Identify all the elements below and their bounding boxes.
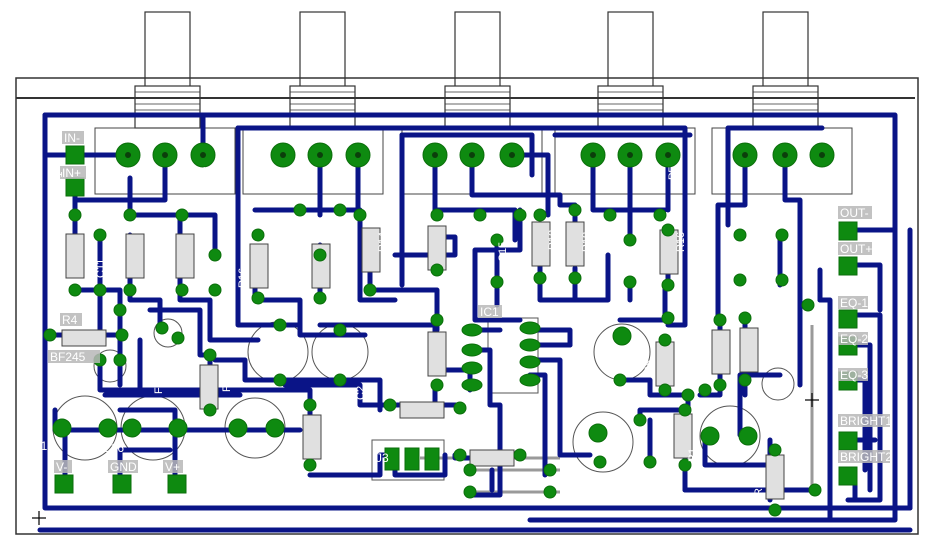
label-eq3: EQ-3 [840,368,868,382]
label-r2: R2 [297,270,309,284]
label-out-minus: OUT- [840,206,869,220]
label-j3: J3 [376,451,389,465]
label-backgrounds [48,131,890,473]
label-q2: Q2 [173,357,185,372]
label-c18: C18 [205,441,227,455]
label-r3: R3 [451,344,463,358]
label-q1: Q1 [72,365,88,379]
label-c6: C6 [193,262,205,276]
label-c11: C11 [95,259,107,278]
label-c5: C5 [633,246,645,260]
resistor-bodies [61,221,785,500]
label-r9: R9 [221,378,233,392]
component-labels: R5 R6 R11 C6 R16 R2 C7 R14 17 C15 R12 R1… [32,221,793,505]
label-r6: R6 [143,234,155,248]
label-r14: R14 [377,232,389,252]
label-bf245-2: F245 [153,369,165,394]
potentiometer-shafts [144,11,809,88]
label-c7: C7 [330,221,344,233]
label-bright2: BRIGHT2 [840,450,892,464]
label-eq2: EQ-2 [840,332,868,346]
label-r16b: R16 [675,232,687,252]
label-v-minus: V- [56,460,67,474]
potentiometer-threads [134,85,819,129]
label-r4: R4 [62,313,78,327]
pad-holes [125,152,825,158]
label-c17: C17 [32,439,54,453]
label-r16: R16 [237,268,249,288]
label-r1b: R1 [687,448,699,462]
label-r17: 17 [415,238,427,250]
label-pin1-a: 1 [512,173,518,185]
label-r18: R18 [581,232,593,252]
origin-marks [32,393,819,525]
label-r8: R8 [643,360,655,374]
label-in-plus: IN+ [62,166,81,180]
label-r1: R1 [323,418,335,432]
label-c14: C14 [573,402,585,422]
label-r15: R19 [753,476,765,496]
label-in-minus: IN- [64,131,80,145]
label-bf245-3: F245 [763,413,775,438]
label-q3: Q3 [781,399,793,414]
connector-labels: IN- IN+ OUT- OUT+ EQ-1 EQ-2 EQ-3 BRIGHT1… [56,131,892,474]
label-bright1: BRIGHT1 [840,414,892,428]
label-p2: P2 [201,167,213,180]
label-c2: C2 [355,386,367,400]
label-v-plus: V+ [165,460,180,474]
label-r5: R5 [53,262,65,276]
board-outline [15,77,919,535]
label-p4: P4 [513,167,525,180]
label-eq1: EQ-1 [840,296,868,310]
label-p5: P5 [667,167,679,180]
label-bf245-1: BF245 [50,350,86,364]
label-c4: C4 [753,234,765,248]
label-r11: R11 [193,233,205,252]
label-gnd: GND [110,460,137,474]
label-r10: R10 [420,416,442,430]
label-p1: P1 [53,172,65,185]
label-p3: P3 [359,167,371,180]
label-ic1: IC1 [480,305,499,319]
label-r7: R7 [699,358,711,372]
pot-labels: P2 P3 P4 P5 P1 1 1 [53,167,826,185]
label-c16: C16 [102,441,124,455]
label-c15: C15 [497,242,509,262]
label-c3: C3 [753,266,765,280]
label-out-plus: OUT+ [840,242,872,256]
label-r19: R19 [757,330,769,350]
label-j1: J [512,491,518,505]
label-r12: R12 [547,230,559,250]
label-pin1-b: 1 [820,173,826,185]
